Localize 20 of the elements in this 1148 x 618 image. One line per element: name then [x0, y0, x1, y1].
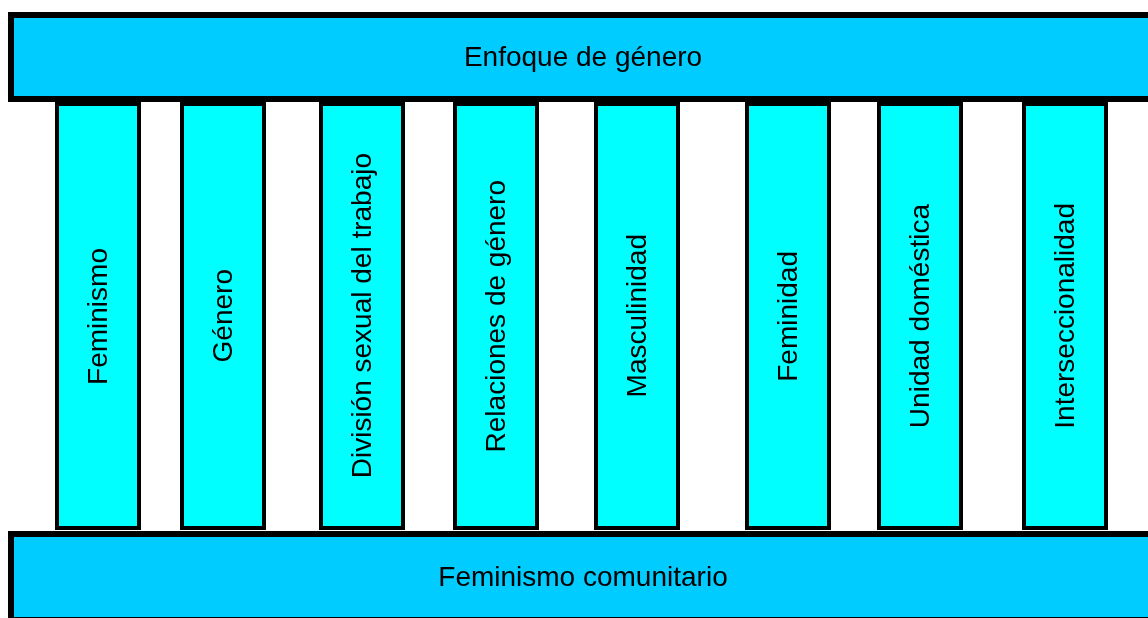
pillar-box: [319, 102, 405, 530]
pillar-box: [594, 102, 680, 530]
pillar-box: [453, 102, 539, 530]
pillar-label: Relaciones de género: [480, 179, 512, 453]
band-label: Feminismo comunitario: [438, 561, 728, 593]
pillar-label: Interseccionalidad: [1049, 203, 1081, 429]
pillar-label: Masculinidad: [621, 234, 653, 398]
pillar-box: [745, 102, 831, 530]
pillar-label: Unidad doméstica: [904, 203, 936, 429]
header-band: [8, 12, 1148, 102]
header-band: [8, 531, 1148, 618]
pillar-label: División sexual del trabajo: [346, 153, 378, 479]
pillar-box: [180, 102, 266, 530]
pillar-box: [1022, 102, 1108, 530]
band-label: Enfoque de género: [463, 41, 703, 73]
pillar-box: [55, 102, 141, 530]
pillar-label: Feminidad: [772, 250, 804, 382]
pillar-box: [877, 102, 963, 530]
pillar-label: Feminismo: [82, 247, 114, 385]
pillar-label: Género: [207, 269, 239, 363]
